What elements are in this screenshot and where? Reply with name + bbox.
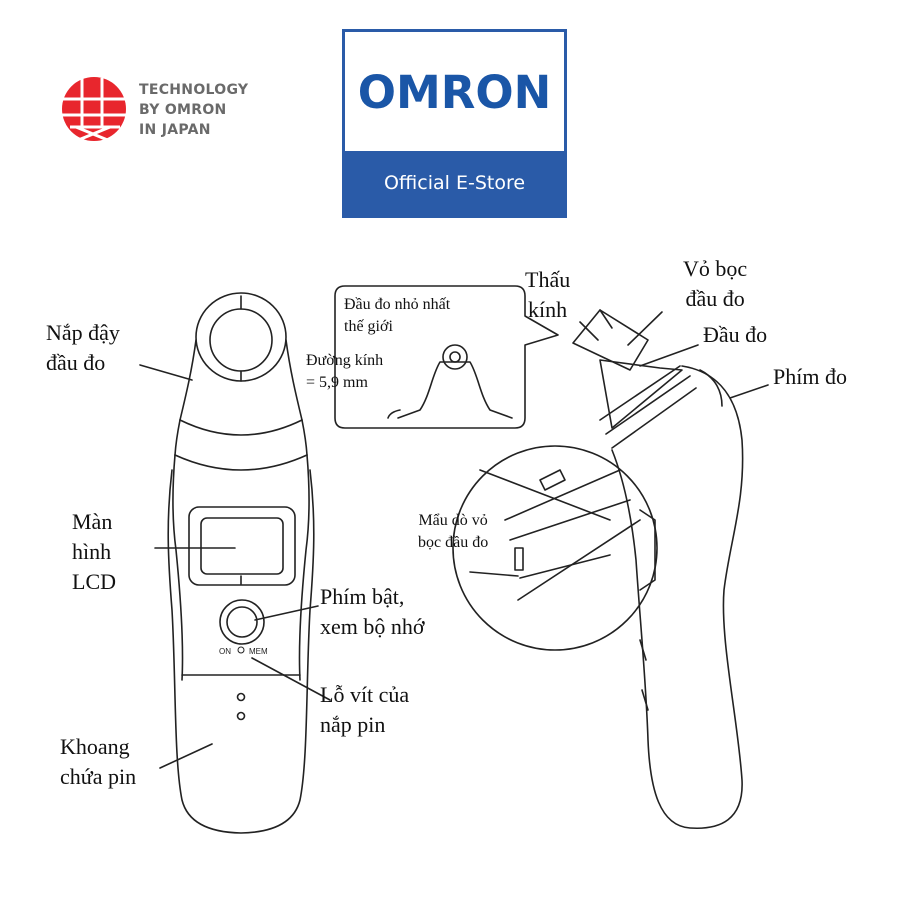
callout-bubble (334, 285, 559, 429)
leader-line (627, 311, 663, 346)
lcd-window (188, 506, 296, 586)
callout-diameter-value: = 5,9 mm (306, 374, 368, 391)
callout-line: Đầu đo nhỏ nhất (344, 296, 451, 313)
on-mark: ON (219, 647, 231, 656)
leader-line (139, 364, 193, 381)
magnified-view (452, 445, 658, 651)
label-line: Lỗ vít của (320, 682, 410, 707)
mem-mark: MEM (249, 647, 268, 656)
callout-text: Đầu đo nhỏ nhất thế giới (344, 294, 450, 338)
label-probe: Đầu đo (703, 322, 768, 347)
leader-line (469, 571, 519, 577)
label-probe-cover-cap: Nắp đậy đầu đo (46, 318, 120, 378)
probe-tip-drawing (397, 361, 513, 419)
leader-line (254, 605, 319, 621)
label-line: xem bộ nhớ (320, 614, 425, 639)
label-line: kính (528, 297, 568, 322)
power-button-ring (219, 599, 265, 645)
label-on-mem-button: Phím bật, xem bộ nhớ (320, 582, 425, 642)
front-device (167, 292, 315, 834)
label-battery: Khoang chứa pin (60, 732, 136, 792)
label-line: Mẩu dò vỏ (418, 512, 488, 529)
label-line: LCD (72, 569, 116, 594)
leader-line (579, 321, 599, 341)
badge-line: IN JAPAN (139, 122, 211, 138)
magnified-detail (479, 469, 641, 601)
callout-diameter-label: Đường kính (306, 352, 384, 369)
label-probe-cover: Vỏ bọc đầu đo (683, 254, 747, 314)
leader-line (639, 344, 699, 367)
omron-logo-text: OMRON (357, 66, 552, 119)
badge-line: BY OMRON (139, 102, 227, 118)
callout-line: thế giới (344, 318, 393, 335)
label-line: chứa pin (60, 764, 137, 789)
label-line: Khoang (60, 734, 130, 759)
leader-line (159, 743, 213, 769)
label-line: Thấu (525, 267, 571, 292)
label-line: nắp pin (320, 712, 386, 737)
label-line: bọc đầu đo (418, 534, 489, 551)
label-lens: Thấu kính (525, 265, 570, 325)
callout-diameter: Đường kính = 5,9 mm (306, 350, 383, 394)
label-probe-detector: Mẩu dò vỏ bọc đầu đo (418, 510, 488, 554)
badge-text: TECHNOLOGY BY OMRON IN JAPAN (139, 80, 248, 140)
label-line: đầu đo (46, 350, 106, 375)
label-line: đầu đo (685, 286, 745, 311)
label-line: Màn (72, 509, 113, 534)
label-screw-hole: Lỗ vít của nắp pin (320, 680, 409, 740)
label-measure-button: Phím đo (773, 364, 847, 389)
label-line: hình (72, 539, 112, 564)
label-line: Phím bật, (320, 584, 405, 609)
screw-hole (236, 692, 246, 702)
store-tagline: Official E-Store (345, 151, 564, 215)
label-line: Vỏ bọc (683, 256, 748, 281)
label-lcd: Màn hình LCD (72, 507, 116, 597)
leader-line (729, 384, 769, 399)
leader-line (251, 657, 331, 701)
label-line: Nắp đậy (46, 320, 120, 345)
omron-store-logo[interactable]: OMRON Official E-Store (342, 29, 567, 218)
badge-line: TECHNOLOGY (139, 82, 249, 98)
red-globe-icon (62, 77, 126, 143)
side-device (572, 309, 744, 830)
